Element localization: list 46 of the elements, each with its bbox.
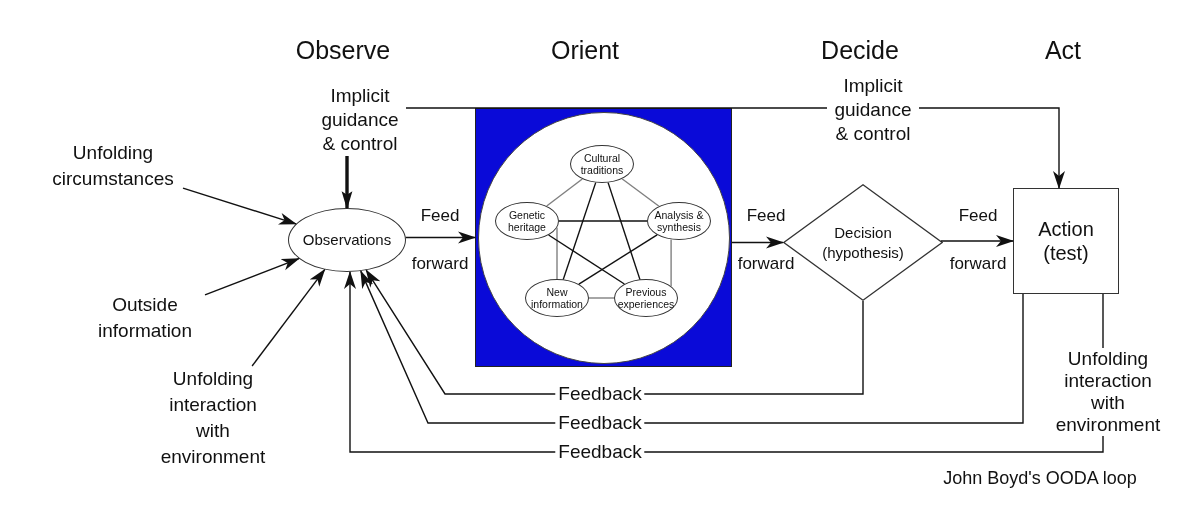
arrow bbox=[344, 271, 1104, 453]
connector-line bbox=[546, 178, 583, 207]
edge-label: Feed forward bbox=[410, 205, 470, 275]
connector-line bbox=[670, 238, 672, 287]
node-label: Analysis & synthesis bbox=[653, 209, 705, 233]
node-label: Cultural traditions bbox=[579, 152, 625, 176]
arrow bbox=[405, 231, 476, 244]
edge-label: Feed forward bbox=[948, 205, 1008, 275]
node-label: Observations bbox=[302, 231, 392, 249]
connector-line bbox=[1102, 293, 1104, 349]
input-label: Unfolding interaction with environment bbox=[158, 366, 268, 470]
factor-ellipse bbox=[525, 279, 589, 317]
input-label: Unfolding circumstances bbox=[43, 140, 183, 192]
edge-label: Feed forward bbox=[736, 205, 796, 275]
node-label: Genetic heritage bbox=[507, 209, 547, 233]
connector-line bbox=[621, 178, 660, 207]
arrow bbox=[182, 187, 297, 225]
node-label: Decision (hypothesis) bbox=[821, 222, 905, 263]
output-label: Unfolding interaction with environment bbox=[1053, 348, 1163, 436]
arrow bbox=[360, 270, 1024, 424]
arrow bbox=[731, 236, 784, 249]
connector-line bbox=[558, 220, 648, 222]
phase-heading: Decide bbox=[821, 35, 899, 65]
input-label: Outside information bbox=[85, 292, 205, 344]
node-label: New information bbox=[530, 286, 584, 310]
connector-line bbox=[607, 181, 641, 281]
factor-ellipse bbox=[495, 202, 559, 240]
arrow bbox=[341, 156, 353, 210]
factor-ellipse bbox=[647, 202, 711, 240]
guidance-label: Implicit guidance & control bbox=[314, 84, 406, 156]
phase-heading: Orient bbox=[550, 35, 620, 65]
arrow bbox=[251, 268, 326, 367]
connector-line bbox=[562, 181, 597, 281]
connector-line bbox=[578, 234, 658, 285]
node-label: Previous experiences bbox=[616, 286, 676, 310]
connector-line bbox=[588, 297, 615, 299]
action-box bbox=[1013, 188, 1119, 294]
diagram-caption: John Boyd's OODA loop bbox=[943, 467, 1137, 489]
connector-line bbox=[547, 234, 626, 285]
node-label: Action (test) bbox=[1037, 217, 1095, 265]
phase-heading: Observe bbox=[295, 35, 391, 65]
arrow bbox=[940, 235, 1014, 247]
connector-line bbox=[556, 226, 558, 280]
phase-heading: Act bbox=[1044, 35, 1082, 65]
factor-ellipse bbox=[614, 279, 678, 317]
arrow bbox=[204, 257, 300, 296]
